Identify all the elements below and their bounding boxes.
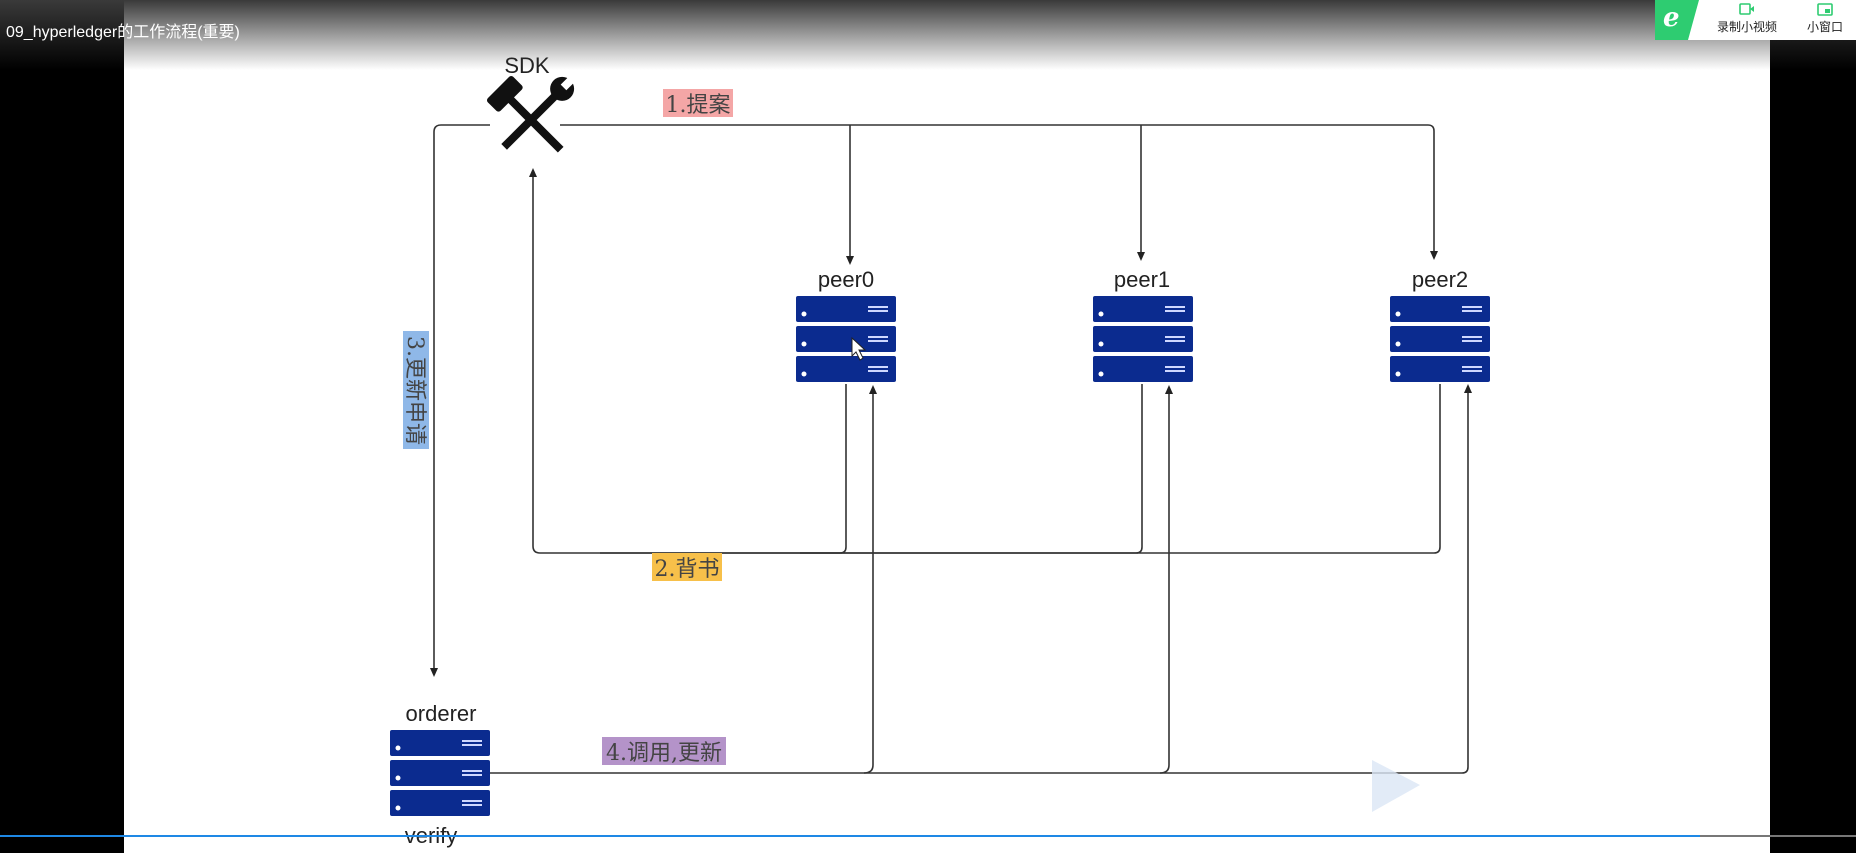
orderer-label: orderer — [406, 701, 477, 726]
mouse-cursor-icon — [851, 336, 867, 361]
peer1-label: peer1 — [1114, 267, 1170, 292]
peer2-label: peer2 — [1412, 267, 1468, 292]
mini-window-label: 小窗口 — [1806, 20, 1843, 34]
watermark-icon — [1372, 760, 1420, 812]
endorse-tag: 2.背书 — [655, 557, 720, 582]
mini-window-icon — [1817, 3, 1833, 16]
sdk-label: SDK — [504, 53, 550, 78]
invoke-line-peer0 — [863, 385, 877, 774]
invoke-tag-bg — [602, 737, 726, 765]
browser-e-icon: e — [1663, 3, 1680, 33]
endorse-tag-bg — [652, 553, 722, 581]
proposal-line-peer2 — [560, 124, 1438, 260]
browser-logo[interactable]: e — [1655, 0, 1699, 40]
video-progress-bar[interactable] — [0, 835, 1700, 837]
video-camera-icon — [1739, 3, 1754, 15]
proposal-tag: 1.提案 — [666, 93, 731, 118]
floating-toolbar: e 录制小视频 小窗口 — [1655, 0, 1856, 40]
record-video-label: 录制小视频 — [1716, 20, 1777, 34]
endorse-line-peer2 — [800, 384, 1441, 554]
video-title: 09_hyperledger的工作流程(重要) — [6, 24, 240, 41]
mini-window-button[interactable]: 小窗口 — [1797, 2, 1853, 35]
orderer-server-icon — [390, 730, 490, 816]
peer0-server-icon — [796, 296, 896, 382]
invoke-tag: 4.调用,更新 — [606, 741, 722, 766]
record-video-button[interactable]: 录制小视频 — [1707, 2, 1787, 35]
tools-icon — [486, 74, 577, 153]
peer1-server-icon — [1093, 296, 1193, 382]
invoke-line-peer1 — [1159, 385, 1173, 774]
invoke-line-peer2 — [490, 384, 1472, 774]
slide-canvas — [124, 0, 1770, 853]
update-request-tag: 3.更新申请 — [402, 336, 427, 445]
flow-lines — [430, 124, 1472, 774]
video-progress-remaining[interactable] — [1700, 835, 1856, 837]
peer2-server-icon — [1390, 296, 1490, 382]
proposal-tag-bg — [663, 89, 733, 117]
endorse-line-peer1 — [600, 384, 1143, 554]
update-request-tag-bg — [403, 331, 429, 449]
peer0-label: peer0 — [818, 267, 874, 292]
update-request-line — [430, 124, 490, 677]
